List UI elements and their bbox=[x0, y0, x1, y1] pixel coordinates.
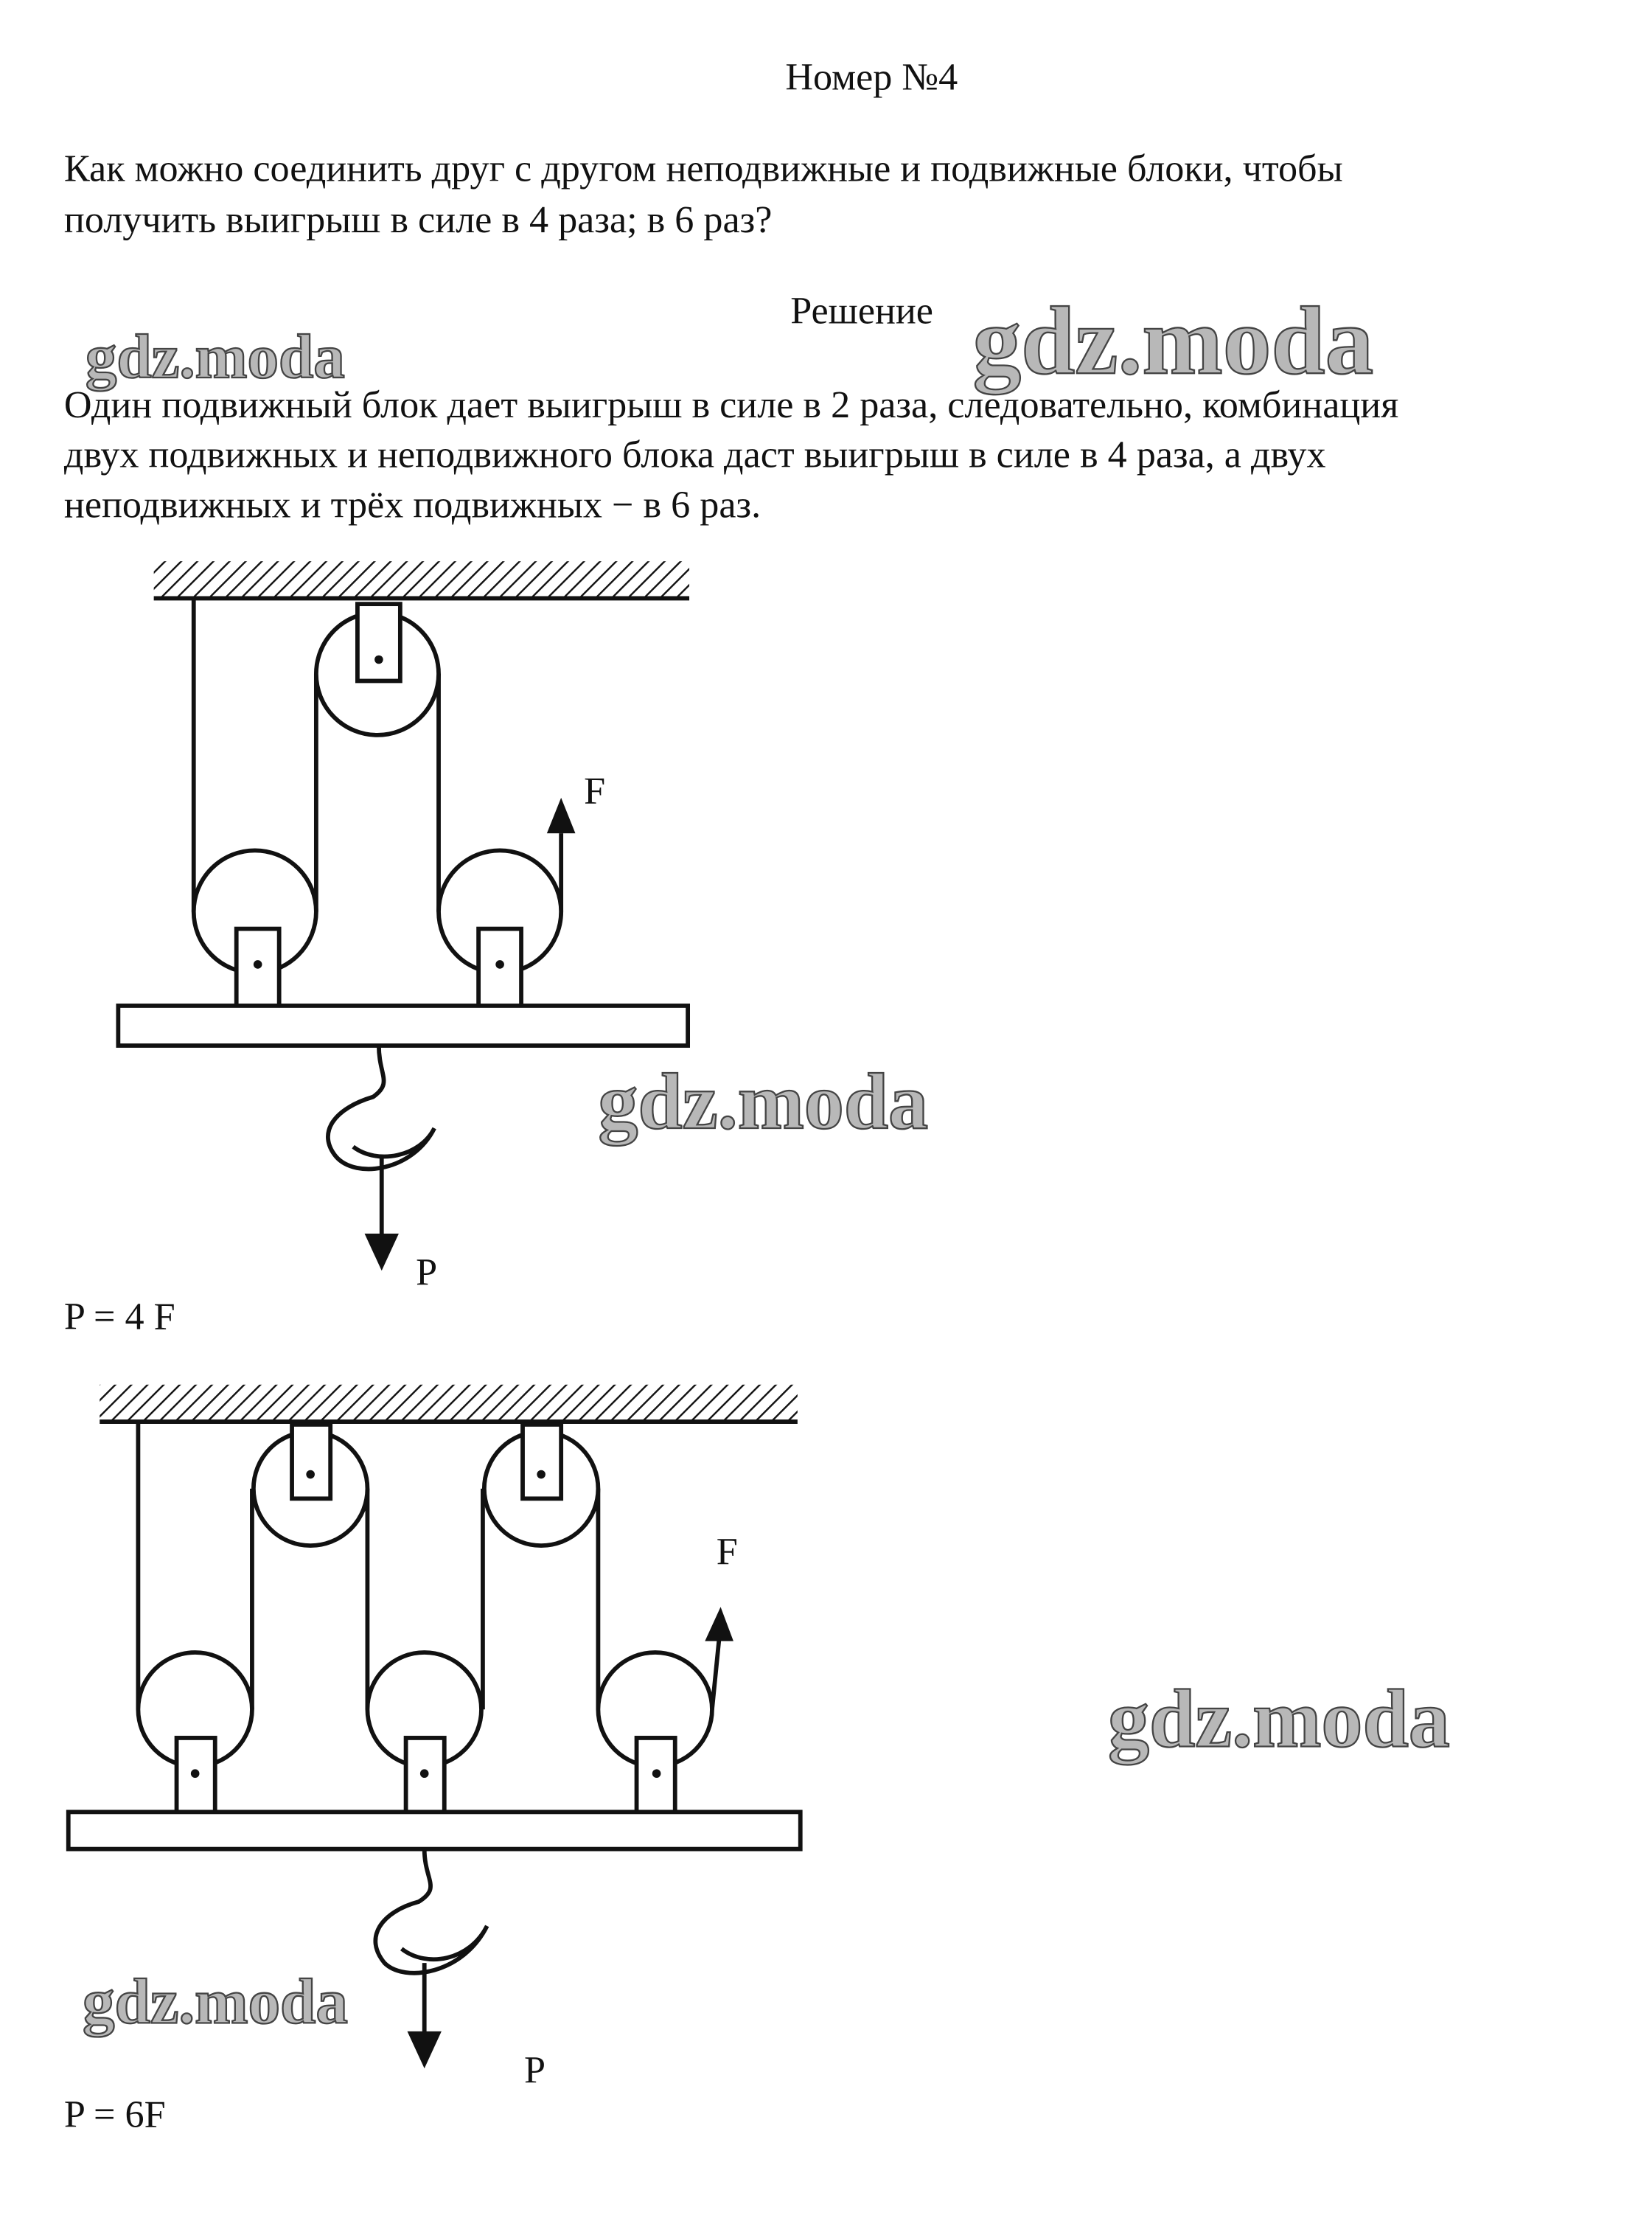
hook bbox=[373, 1849, 489, 1975]
watermark: gdz.moda bbox=[972, 288, 1373, 394]
caption-4x: P = 4 F bbox=[64, 1296, 175, 1338]
load-bar bbox=[66, 1809, 803, 1852]
load-bar bbox=[116, 1004, 691, 1048]
watermark: gdz.moda bbox=[1108, 1674, 1450, 1765]
question-line: получить выигрыш в силе в 4 раза; в 6 ра… bbox=[64, 199, 772, 241]
watermark: gdz.moda bbox=[86, 322, 345, 392]
solution-heading: Решение bbox=[790, 291, 933, 333]
force-arrow bbox=[546, 797, 576, 834]
force-arrow bbox=[705, 1607, 733, 1641]
answer-line: Один подвижный блок дает выигрыш в силе … bbox=[64, 384, 1398, 426]
caption-6x: P = 6F bbox=[64, 2093, 166, 2135]
watermark: gdz.moda bbox=[83, 1966, 348, 2037]
weight-arrow bbox=[364, 1234, 399, 1271]
weight-label: P bbox=[416, 1252, 437, 1294]
pulley-diagram-6x: F P bbox=[66, 1384, 803, 2091]
force-label: F bbox=[584, 771, 605, 813]
weight-arrow bbox=[407, 2031, 442, 2069]
force-label: F bbox=[717, 1531, 738, 1573]
problem-title: Номер №4 bbox=[785, 57, 958, 99]
weight-label: P bbox=[524, 2049, 546, 2091]
hook bbox=[326, 1046, 436, 1172]
question-line: Как можно соединить друг с другом неподв… bbox=[64, 147, 1343, 190]
ceiling-hatch bbox=[100, 1384, 798, 1422]
answer-line: неподвижных и трёх подвижных − в 6 раз. bbox=[64, 484, 761, 526]
pulley-diagram-4x: F P bbox=[116, 561, 691, 1294]
watermark: gdz.moda bbox=[598, 1058, 928, 1146]
ceiling-hatch bbox=[153, 561, 690, 599]
answer-line: двух подвижных и неподвижного блока даст… bbox=[64, 434, 1326, 476]
